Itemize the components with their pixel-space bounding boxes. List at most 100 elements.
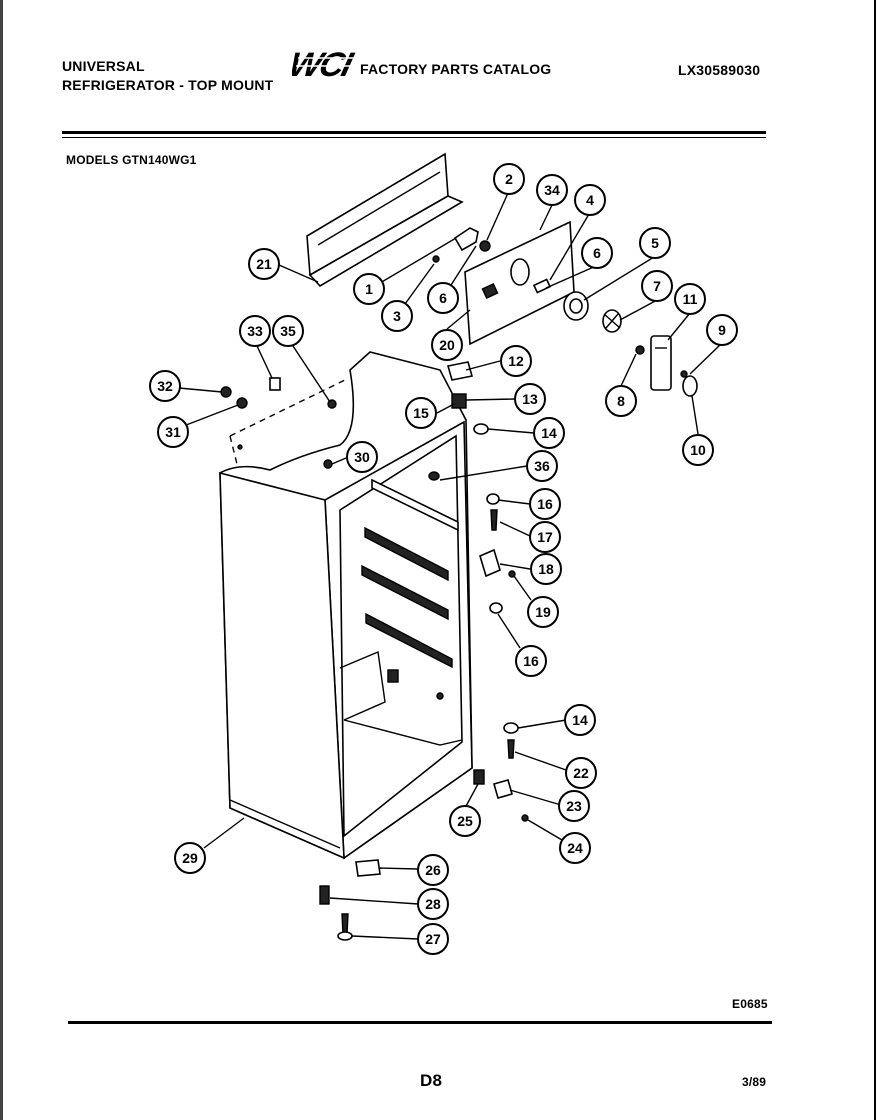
callout-27: 27 <box>417 923 449 955</box>
svg-text:17: 17 <box>537 529 553 545</box>
callout-31: 31 <box>157 416 189 448</box>
svg-text:6: 6 <box>439 290 447 306</box>
svg-text:21: 21 <box>256 256 272 272</box>
svg-text:15: 15 <box>413 405 429 421</box>
catalog-title: FACTORY PARTS CATALOG <box>360 61 552 77</box>
callout-24: 24 <box>559 832 591 864</box>
callout-3: 3 <box>381 300 413 332</box>
svg-text:28: 28 <box>425 896 441 912</box>
svg-text:24: 24 <box>567 840 583 856</box>
callout-21: 21 <box>248 248 280 280</box>
svg-text:9: 9 <box>718 322 726 338</box>
callout-26: 26 <box>417 854 449 886</box>
callout-9: 9 <box>706 314 738 346</box>
svg-text:16: 16 <box>523 653 539 669</box>
svg-text:18: 18 <box>538 561 554 577</box>
svg-text:34: 34 <box>544 182 560 198</box>
callout-20: 20 <box>431 329 463 361</box>
header-rule-top <box>62 131 766 134</box>
svg-text:11: 11 <box>683 291 698 307</box>
catalog-number: LX30589030 <box>678 62 761 78</box>
callout-33: 33 <box>239 315 271 347</box>
svg-text:25: 25 <box>457 813 473 829</box>
svg-text:14: 14 <box>572 712 588 728</box>
callout-35: 35 <box>272 315 304 347</box>
diagram-code: E0685 <box>732 997 768 1011</box>
svg-text:5: 5 <box>651 235 659 251</box>
svg-text:30: 30 <box>354 449 370 465</box>
callout-5: 5 <box>639 227 671 259</box>
callout-32: 32 <box>149 370 181 402</box>
callout-15: 15 <box>405 397 437 429</box>
svg-text:32: 32 <box>157 378 173 394</box>
callout-12: 12 <box>500 345 532 377</box>
svg-text:19: 19 <box>535 604 551 620</box>
svg-text:22: 22 <box>573 765 589 781</box>
svg-text:4: 4 <box>586 192 594 208</box>
svg-text:6: 6 <box>593 245 601 261</box>
footer-rule <box>68 1021 772 1024</box>
header-rule-bottom <box>62 137 766 138</box>
leader-lines <box>178 192 723 940</box>
callout-6b: 6 <box>427 282 459 314</box>
svg-text:23: 23 <box>566 798 582 814</box>
upper-bracket <box>432 227 491 263</box>
svg-text:14: 14 <box>541 425 557 441</box>
callout-11: 11 <box>674 283 706 315</box>
callout-36: 36 <box>526 450 558 482</box>
svg-text:1: 1 <box>365 281 373 297</box>
thermostat-and-knob <box>563 291 622 333</box>
wci-logo: WCI <box>292 48 358 82</box>
callout-18: 18 <box>530 553 562 585</box>
svg-text:2: 2 <box>505 171 513 187</box>
callouts: 1 2 3 4 5 6 6 7 8 9 10 11 12 13 14 14 15… <box>149 163 738 955</box>
top-back-panel <box>306 152 464 288</box>
callout-14b: 14 <box>564 704 596 736</box>
svg-text:10: 10 <box>690 442 706 458</box>
callout-22: 22 <box>565 757 597 789</box>
svg-text:12: 12 <box>508 353 524 369</box>
callout-13: 13 <box>514 383 546 415</box>
svg-text:16: 16 <box>537 496 553 512</box>
callout-25: 25 <box>449 805 481 837</box>
callout-10: 10 <box>682 434 714 466</box>
callout-7: 7 <box>641 270 673 302</box>
svg-text:7: 7 <box>653 278 661 294</box>
callout-16a: 16 <box>529 488 561 520</box>
svg-text:26: 26 <box>425 862 441 878</box>
svg-text:29: 29 <box>182 850 198 866</box>
svg-text:8: 8 <box>617 393 625 409</box>
page-left-border <box>0 0 3 1120</box>
svg-text:13: 13 <box>522 391 538 407</box>
callout-28: 28 <box>417 888 449 920</box>
models-label: MODELS GTN140WG1 <box>66 153 197 167</box>
callout-14a: 14 <box>533 417 565 449</box>
callout-19: 19 <box>527 596 559 628</box>
wci-logo-text: WCI <box>292 48 358 82</box>
callout-4: 4 <box>574 184 606 216</box>
brand-line-2: REFRIGERATOR - TOP MOUNT <box>62 77 274 93</box>
callout-17: 17 <box>529 521 561 553</box>
svg-text:31: 31 <box>165 424 181 440</box>
callout-16b: 16 <box>515 645 547 677</box>
page-right-border <box>874 0 876 1120</box>
date-code: 3/89 <box>742 1075 767 1089</box>
callout-6a: 6 <box>581 237 613 269</box>
svg-text:20: 20 <box>439 337 455 353</box>
callout-34: 34 <box>536 174 568 206</box>
hinge-hardware <box>220 361 529 941</box>
refrigerator-cabinet <box>219 351 473 860</box>
brand-line-1: UNIVERSAL <box>62 58 145 74</box>
page-code: D8 <box>420 1071 443 1090</box>
callout-30: 30 <box>346 441 378 473</box>
callout-23: 23 <box>558 790 590 822</box>
callout-2: 2 <box>493 163 525 195</box>
light-switch-assembly <box>635 335 698 397</box>
control-panel <box>464 220 575 346</box>
svg-text:36: 36 <box>534 458 550 474</box>
svg-text:27: 27 <box>425 931 441 947</box>
callout-29: 29 <box>174 842 206 874</box>
callout-1: 1 <box>353 273 385 305</box>
